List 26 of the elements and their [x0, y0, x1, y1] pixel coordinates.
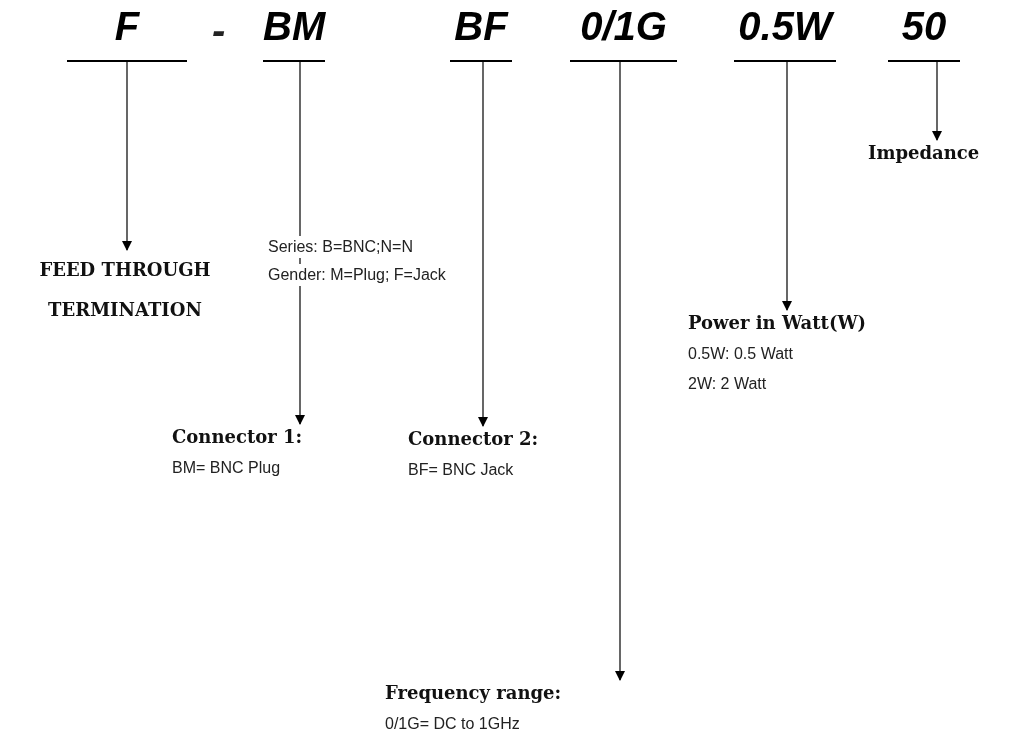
arrow [615, 61, 625, 681]
code-segment: BF [450, 0, 512, 62]
field-heading: Connector 1: [172, 425, 303, 449]
field-heading: Power in Watt(W) [688, 311, 867, 335]
field-heading: Frequency range: [385, 681, 562, 705]
code-segment: 0/1G [570, 0, 677, 62]
note-text: Series: B=BNC;N=N [268, 236, 413, 258]
code-segment: 50 [888, 0, 960, 62]
arrow [932, 61, 942, 141]
field-description: 2W: 2 Watt [688, 374, 768, 394]
field-description: 0.5W: 0.5 Watt [688, 344, 794, 364]
field-description: BF= BNC Jack [408, 460, 515, 480]
field-description: BM= BNC Plug [172, 458, 282, 478]
separator-dash: - [212, 7, 226, 54]
arrow [782, 61, 792, 311]
note-text: Gender: M=Plug; F=Jack [268, 264, 446, 286]
arrow [295, 61, 305, 425]
code-segment: 0.5W [734, 0, 836, 62]
field-description: 0/1G= DC to 1GHz [385, 714, 521, 734]
field-heading: Connector 2: [408, 427, 539, 451]
arrow [122, 61, 132, 251]
arrow [478, 61, 488, 427]
field-heading: FEED THROUGH TERMINATION [38, 258, 212, 322]
code-segment: BM [263, 0, 325, 62]
code-segment: F [67, 0, 187, 62]
field-heading: Impedance [868, 141, 980, 165]
